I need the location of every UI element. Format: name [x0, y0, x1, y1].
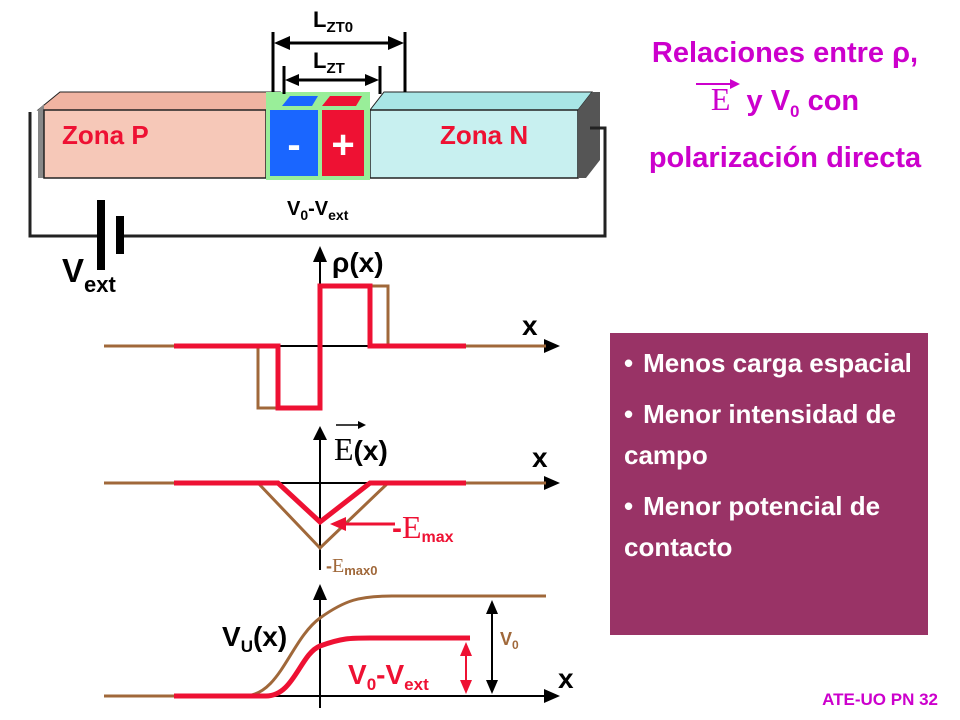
title-vector-head — [730, 79, 740, 89]
potential-y-arrow — [313, 584, 327, 600]
potential-y-label: VU(x) — [222, 621, 287, 656]
summary-item-text: Menos carga espacial — [643, 348, 912, 378]
summary-item-text: Menor potencial de contacto — [624, 491, 881, 562]
junction-voltage-label: V0-Vext — [287, 198, 349, 223]
slide-footer: ATE-UO PN 32 — [822, 690, 938, 709]
v0ext-arrow-down — [460, 680, 472, 694]
field-y-arrow — [313, 426, 327, 440]
field-curve-forward-bias — [174, 480, 466, 526]
field-x-arrow — [544, 476, 560, 490]
zone-n-contact — [578, 92, 600, 178]
zone-n-top — [368, 91, 594, 111]
summary-item-text: Menor intensidad de campo — [624, 399, 896, 470]
bullet-icon: • — [624, 348, 634, 378]
bullet-icon: • — [624, 491, 634, 521]
circuit-wire — [28, 112, 607, 238]
lzt0-label: LZT0 — [313, 7, 353, 36]
field-x-label: x — [532, 442, 548, 473]
zone-p-top — [36, 91, 282, 111]
summary-item: •Menor potencial de contacto — [624, 486, 920, 568]
minus-sign: - — [287, 123, 300, 167]
bullet-icon: • — [624, 399, 634, 429]
field-plot: E(x) x -Emax -Emax0 — [104, 421, 560, 578]
v0ext-label: V0-Vext — [348, 659, 429, 694]
title-line-3: polarización directa — [648, 141, 922, 174]
v0-arrow-down — [486, 680, 498, 694]
potential-curve-equilibrium — [104, 594, 546, 698]
vext-label: Vext — [62, 252, 116, 297]
v0ext-arrow-up — [460, 642, 472, 656]
summary-item: • Menos carga espacial — [624, 343, 920, 384]
title-line-1: Relaciones entre ρ, — [651, 37, 919, 69]
potential-plot: VU(x) x V0 V0-Vext — [104, 584, 574, 708]
rho-x-label: x — [522, 310, 538, 341]
summary-panel: •Menos carga espacial •Menor intensidad … — [610, 333, 928, 635]
zone-p-label: Zona P — [62, 120, 149, 150]
minus-box — [270, 110, 318, 176]
battery-long-plate — [97, 200, 105, 270]
zone-n-label: Zona N — [440, 120, 528, 150]
emax-label: -Emax — [392, 509, 454, 546]
lzt-arrow-left — [285, 74, 299, 86]
v0-label: V0 — [500, 629, 519, 652]
rho-y-arrow — [313, 246, 327, 262]
pn-device: - + Zona P Zona N LZT0 LZT V0-Vext Vext — [28, 7, 607, 297]
title-line-2: E y V0 con — [600, 76, 960, 135]
potential-x-label: x — [558, 663, 574, 694]
field-y-label: E(x) — [334, 431, 388, 467]
dimension-lines — [271, 32, 407, 94]
emax-pointer-head — [330, 517, 346, 531]
lzt0-arrow-left — [274, 36, 290, 50]
battery-short-plate — [116, 216, 124, 254]
title-field-symbol: E — [710, 81, 731, 117]
emax0-label: -Emax0 — [326, 555, 377, 578]
potential-curve-forward-bias — [174, 635, 470, 699]
title-line-2-end: con — [807, 85, 860, 117]
plus-sign: + — [331, 123, 354, 167]
plus-box — [322, 110, 364, 176]
field-vector-head — [358, 421, 366, 429]
rho-curve-forward-bias — [174, 283, 466, 411]
zone-p-contact — [38, 104, 44, 178]
v0-arrow-up — [486, 600, 498, 614]
lzt0-arrow-right — [388, 36, 404, 50]
minus-box-top — [282, 96, 318, 106]
lzt-label: LZT — [313, 48, 345, 77]
zone-n — [369, 109, 579, 179]
plus-box-top — [322, 96, 362, 106]
slide-title: Relaciones entre ρ, E y V0 con polarizac… — [600, 30, 960, 181]
potential-x-arrow — [544, 689, 560, 703]
rho-plot: ρ(x) x — [104, 246, 560, 411]
title-line-2-text: y V — [746, 85, 791, 117]
summary-item: •Menor intensidad de campo — [624, 394, 920, 476]
rho-y-label: ρ(x) — [332, 247, 384, 278]
rho-x-arrow — [544, 339, 560, 353]
zone-p — [43, 109, 267, 179]
title-line-2-sub: 0 — [790, 101, 800, 121]
lzt-arrow-right — [365, 74, 379, 86]
